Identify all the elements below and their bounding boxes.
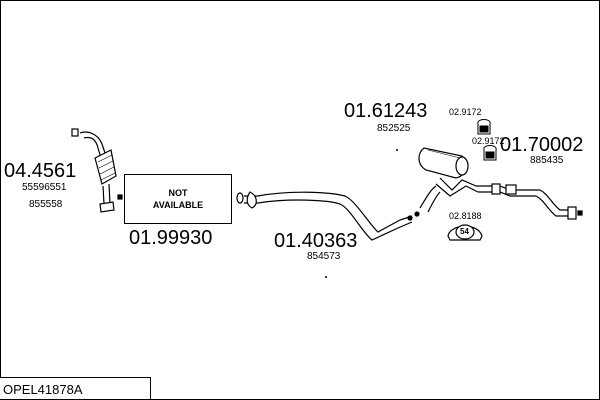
reference-box: OPEL41878A	[0, 377, 151, 399]
tail-pipe	[476, 183, 583, 220]
accessory-number-label: 02.9172	[472, 136, 505, 146]
catalytic-converter	[71, 128, 123, 213]
oem-number-label: 55596551	[22, 182, 67, 193]
oem-number-label: 855558	[29, 199, 63, 210]
intermediate-pipe	[236, 191, 420, 241]
rear-silencer	[418, 147, 479, 213]
not-available-line2: AVAILABLE	[152, 200, 204, 210]
part-number-label: 01.40363	[274, 230, 358, 252]
oem-number-label: 885435	[530, 155, 564, 166]
oem-number-label: 854573	[307, 251, 341, 262]
part-number-label: 04.4561	[4, 160, 77, 182]
part-number-label: 01.70002	[500, 134, 584, 156]
accessory-number-label: 02.9172	[449, 107, 482, 117]
clamp	[447, 224, 483, 241]
not-available-box: NOT AVAILABLE	[124, 174, 232, 224]
accessory-number-label: 02.8188	[449, 211, 482, 221]
part-number-label: 01.61243	[344, 100, 428, 122]
part-number-label: 01.99930	[129, 227, 213, 249]
oem-number-label: 852525	[377, 123, 411, 134]
rubber-hanger	[477, 119, 497, 161]
reference-code: OPEL41878A	[3, 382, 83, 397]
clamp-badge: 54	[460, 227, 469, 236]
not-available-line1: NOT	[168, 188, 188, 198]
